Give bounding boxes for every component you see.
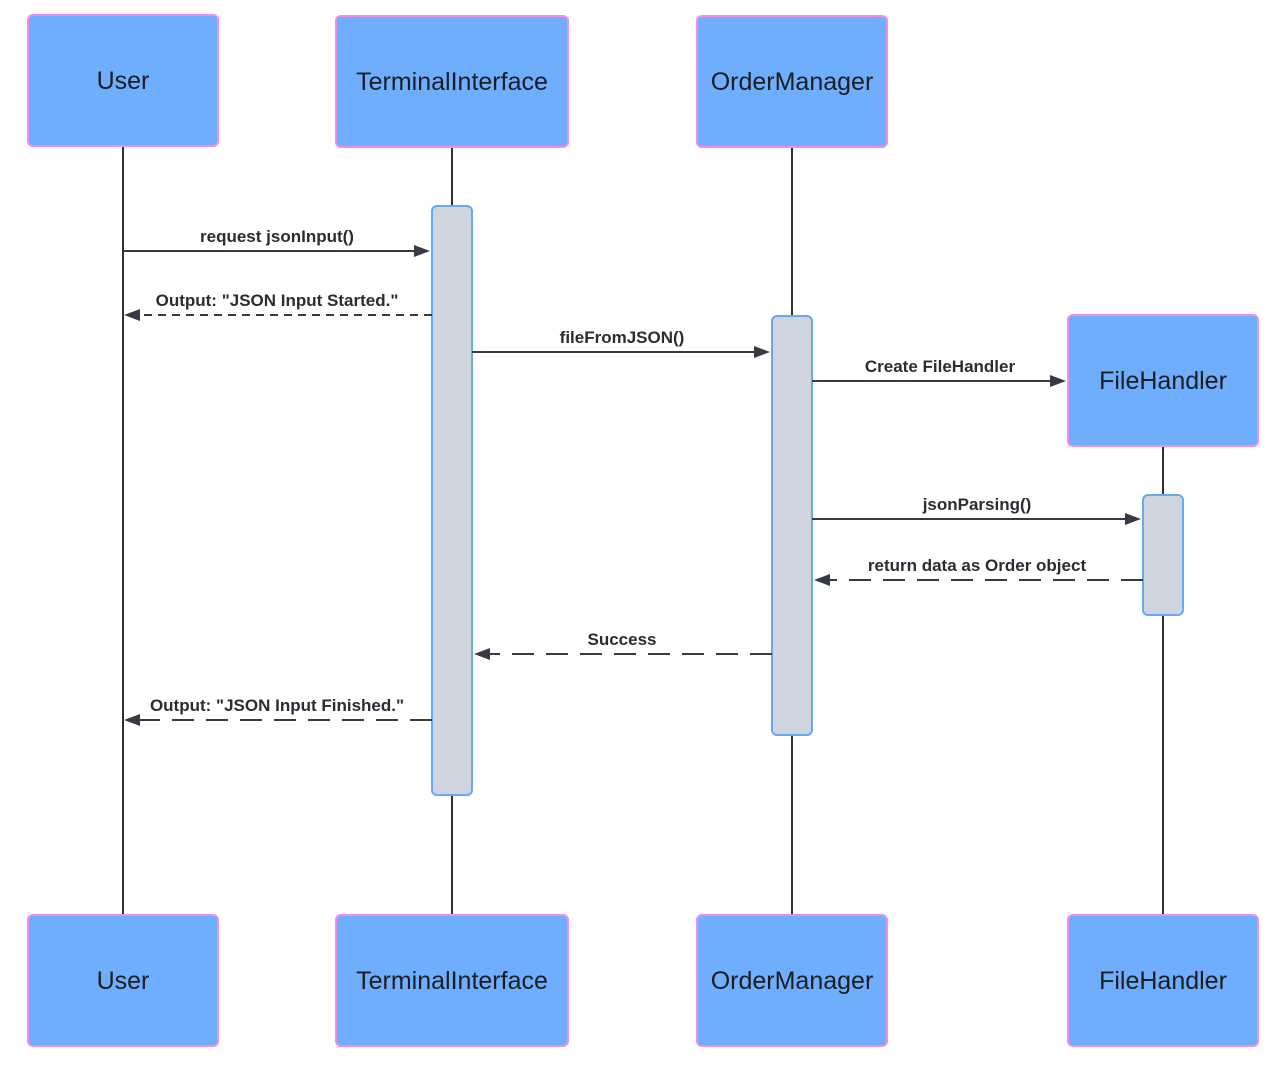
- arrowhead-icon: [1125, 513, 1141, 525]
- message-json-parsing: jsonParsing(): [812, 495, 1141, 525]
- message-label: request jsonInput(): [200, 227, 354, 246]
- participant-file-handler-bottom: FileHandler: [1067, 914, 1259, 1047]
- arrowhead-icon: [414, 245, 430, 257]
- arrowhead-icon: [754, 346, 770, 358]
- message-label: Output: "JSON Input Started.": [156, 291, 399, 310]
- message-create-file-handler: Create FileHandler: [812, 357, 1066, 387]
- message-label: Output: "JSON Input Finished.": [150, 696, 404, 715]
- arrowhead-icon: [474, 648, 490, 660]
- participant-order-manager-bottom: OrderManager: [696, 914, 888, 1047]
- participant-label: OrderManager: [711, 68, 874, 96]
- message-label: return data as Order object: [868, 556, 1087, 575]
- arrowhead-icon: [814, 574, 830, 586]
- message-label: fileFromJSON(): [560, 328, 685, 347]
- message-request-json-input: request jsonInput(): [123, 227, 430, 257]
- participant-label: TerminalInterface: [356, 967, 548, 995]
- activation-order-manager: [771, 315, 813, 736]
- participant-label: User: [97, 67, 150, 95]
- participant-label: FileHandler: [1099, 367, 1227, 395]
- participant-order-manager-top: OrderManager: [696, 15, 888, 148]
- message-output-json-input-started: Output: "JSON Input Started.": [124, 291, 432, 321]
- message-label: jsonParsing(): [922, 495, 1032, 514]
- message-label: Create FileHandler: [865, 357, 1016, 376]
- activation-terminal-interface: [431, 205, 473, 796]
- activation-file-handler: [1142, 494, 1184, 616]
- participant-user-top: User: [27, 14, 219, 147]
- participant-file-handler-created: FileHandler: [1067, 314, 1259, 447]
- participant-terminal-interface-bottom: TerminalInterface: [335, 914, 569, 1047]
- message-return-order-object: return data as Order object: [814, 556, 1143, 586]
- message-file-from-json: fileFromJSON(): [472, 328, 770, 358]
- participant-user-bottom: User: [27, 914, 219, 1047]
- participant-label: OrderManager: [711, 967, 874, 995]
- participant-label: FileHandler: [1099, 967, 1227, 995]
- message-success: Success: [474, 630, 772, 660]
- message-output-json-input-finished: Output: "JSON Input Finished.": [124, 696, 432, 726]
- participant-label: User: [97, 967, 150, 995]
- arrowhead-icon: [1050, 375, 1066, 387]
- message-label: Success: [588, 630, 657, 649]
- participant-terminal-interface-top: TerminalInterface: [335, 15, 569, 148]
- participant-label: TerminalInterface: [356, 68, 548, 96]
- arrowhead-icon: [124, 309, 140, 321]
- arrowhead-icon: [124, 714, 140, 726]
